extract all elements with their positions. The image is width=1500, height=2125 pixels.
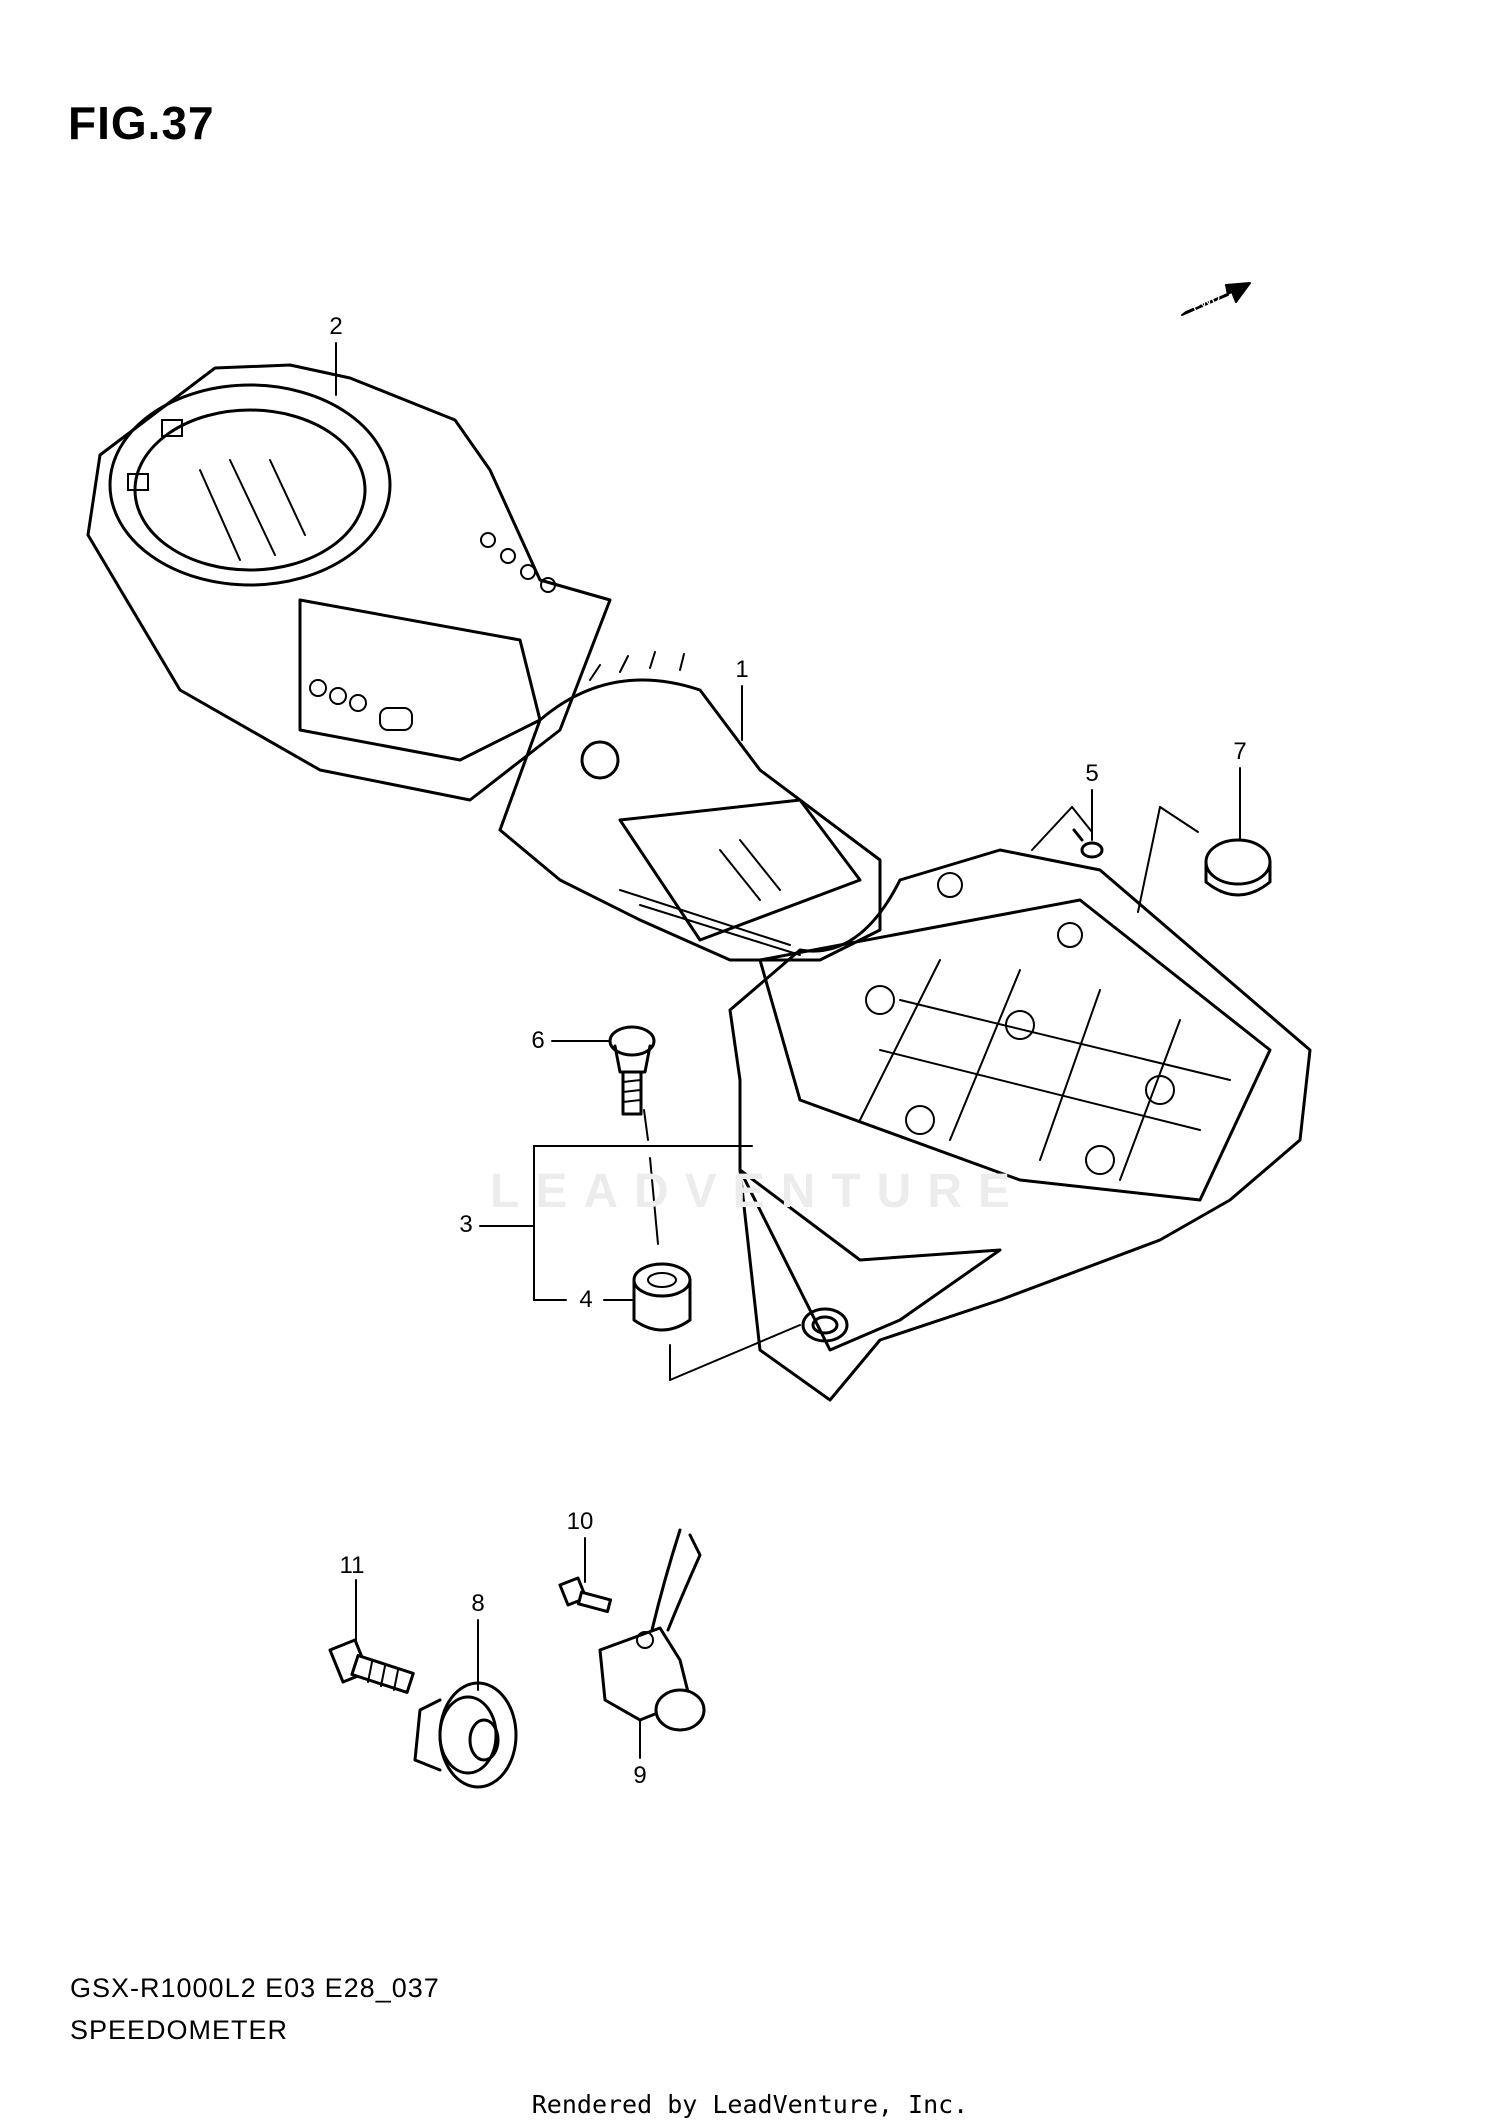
callout-4: 4 [579, 1286, 593, 1313]
fwd-arrow-icon: FWD [1181, 282, 1251, 316]
bolt-part [328, 1638, 415, 1694]
cap-part [1204, 838, 1272, 897]
meter-cover-part [86, 363, 612, 802]
meter-case-part [728, 848, 1312, 1402]
sensor-screw-part [558, 1576, 613, 1614]
watermark-text: LEADVENTURE [490, 1165, 1027, 1218]
section-name: SPEEDOMETER [70, 2015, 289, 2045]
callout-9: 9 [633, 1762, 647, 1789]
callout-7: 7 [1233, 738, 1247, 765]
small-screw-part [1072, 828, 1104, 859]
grommet-part [632, 1262, 692, 1332]
screw-part [608, 1025, 656, 1116]
speedometer-assembly-part [498, 651, 882, 962]
figure-title: FIG.37 [68, 97, 215, 149]
callout-3: 3 [459, 1211, 473, 1238]
callout-11: 11 [339, 1552, 365, 1579]
callout-6: 6 [531, 1027, 545, 1054]
fwd-label: FWD [1189, 289, 1222, 315]
footer-credit: Rendered by LeadVenture, Inc. [531, 2090, 969, 2119]
gear-part [413, 1681, 518, 1789]
callout-5: 5 [1085, 760, 1099, 787]
callout-1: 1 [735, 656, 749, 683]
sensor-part [598, 1528, 706, 1732]
model-code: GSX-R1000L2 E03 E28_037 [70, 1973, 440, 2003]
callout-2: 2 [329, 313, 343, 340]
callout-8: 8 [471, 1590, 485, 1617]
callout-10: 10 [566, 1508, 594, 1535]
leader-lines [335, 342, 1241, 1759]
